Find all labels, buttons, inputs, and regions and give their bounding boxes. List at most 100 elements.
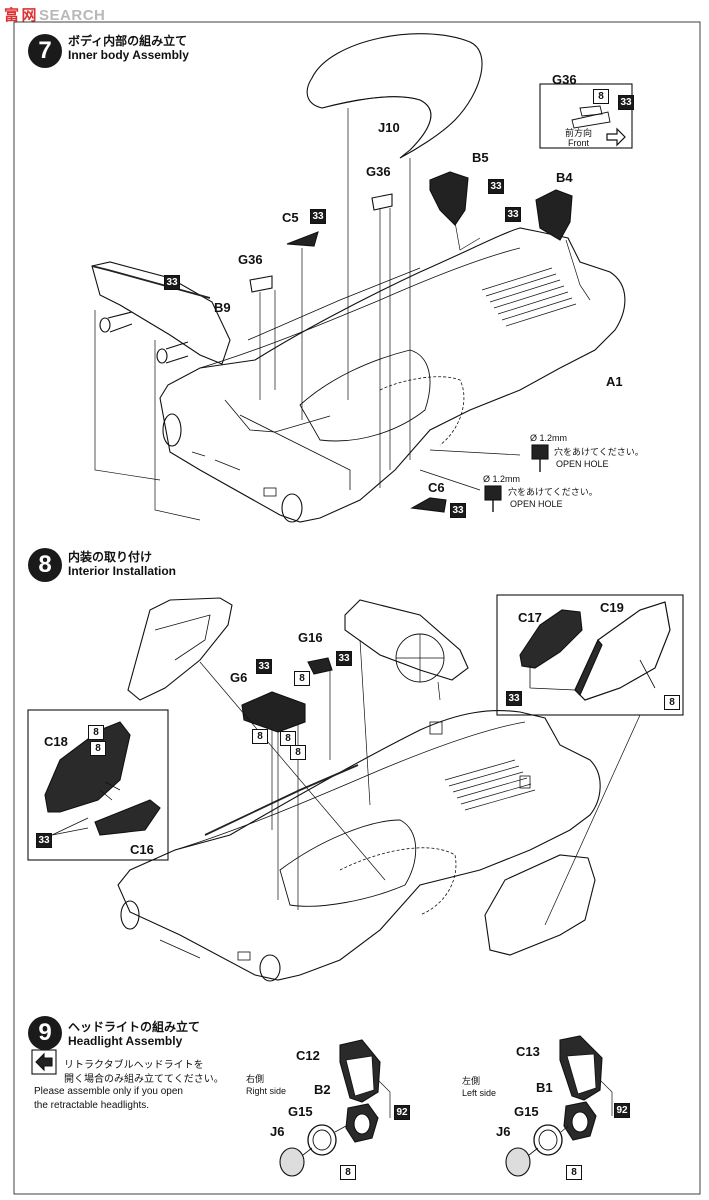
color-code-33: 33 [505, 207, 521, 222]
label-c16: C16 [130, 842, 154, 857]
color-code-33: 33 [310, 209, 326, 224]
color-code-8: 8 [280, 731, 296, 746]
g16-color-8: 8 [294, 668, 310, 686]
note-jp-line2: 開く場合のみ組み立ててください。 [64, 1074, 224, 1085]
c6-part [410, 497, 447, 513]
color-code-33: 33 [164, 275, 180, 290]
color-code-8: 8 [252, 729, 268, 744]
j10-panel [306, 33, 483, 159]
step-8-title-jp: 内装の取り付け [68, 550, 153, 564]
watermark-text: SEARCH [39, 7, 106, 24]
color-code-8: 8 [566, 1165, 582, 1180]
label-c17: C17 [518, 610, 542, 625]
b5-part [429, 171, 469, 226]
watermark-char-2: 网 [21, 7, 38, 24]
c6-color: 33 [450, 500, 466, 518]
b5-color: 33 [488, 176, 504, 194]
label-c18: C18 [44, 734, 68, 749]
b9-color: 33 [164, 272, 180, 290]
label-c5: C5 [282, 210, 299, 225]
g36-detail-inset [539, 83, 633, 149]
label-a1: A1 [606, 374, 623, 389]
step-8-title-en: Interior Installation [68, 564, 177, 578]
b9-part [91, 261, 231, 365]
hole-note-jp-1: 穴をあけてください。 [554, 447, 644, 457]
c16-color-33: 33 [36, 830, 52, 848]
label-g36-inset: G36 [552, 72, 577, 87]
color-code-8: 8 [664, 695, 680, 710]
c18-part [44, 721, 131, 813]
label-g15-right: G15 [288, 1104, 313, 1119]
color-code-33: 33 [618, 95, 634, 110]
label-c19: C19 [600, 600, 624, 615]
inset-color-8: 8 [593, 86, 609, 104]
note-en-line1: Please assemble only if you open [34, 1086, 183, 1097]
j6-lens-left [505, 1147, 531, 1177]
label-b9: B9 [214, 300, 231, 315]
front-arrow-icon [606, 127, 626, 147]
color-code-8: 8 [290, 745, 306, 760]
color-code-33: 33 [256, 659, 272, 674]
step-7-badge: 7 [28, 34, 62, 68]
c19-color-8: 8 [664, 692, 680, 710]
note-en-line2: the retractable headlights. [34, 1100, 150, 1111]
hole-note-en-1: OPEN HOLE [556, 459, 609, 469]
label-g6: G6 [230, 670, 248, 685]
g6-color-8a: 8 [252, 726, 268, 744]
door-panel-left [127, 597, 233, 701]
note-jp-line1: リトラクタブルヘッドライトを [64, 1060, 204, 1071]
drill-icon-1 [531, 444, 549, 460]
c17-color-33: 33 [506, 688, 522, 706]
label-b4: B4 [556, 170, 573, 185]
color-code-33: 33 [488, 179, 504, 194]
door-panel-right [484, 854, 596, 956]
g6-part [241, 691, 306, 733]
color-code-92: 92 [614, 1103, 630, 1118]
color-code-92: 92 [394, 1105, 410, 1120]
g6-color-8c: 8 [290, 742, 306, 760]
step-8-badge: 8 [28, 548, 62, 582]
color-code-8: 8 [340, 1165, 356, 1180]
color-code-8: 8 [90, 741, 106, 756]
step-7-title-jp: ボディ内部の組み立て [68, 34, 188, 48]
left-side-en: Left side [462, 1088, 497, 1098]
color-code-8: 8 [294, 671, 310, 686]
g16-part [307, 657, 333, 675]
step-9-title-jp: ヘッドライトの組み立て [68, 1020, 201, 1034]
c17-part [519, 609, 583, 669]
label-g36-b: G36 [366, 164, 391, 179]
c16-part [94, 799, 161, 836]
color-code-33: 33 [336, 651, 352, 666]
step-9-title-en: Headlight Assembly [68, 1034, 183, 1048]
color-code-33: 33 [506, 691, 522, 706]
g15-ring-left [533, 1124, 563, 1156]
hole-note-en-2: OPEN HOLE [510, 499, 563, 509]
g36-part-a [249, 275, 273, 293]
c18-color-8a: 8 [88, 722, 104, 740]
hole-size-2: Ø 1.2mm [483, 474, 521, 484]
label-b1: B1 [536, 1080, 553, 1095]
g15-ring-right [307, 1124, 337, 1156]
label-c6: C6 [428, 480, 445, 495]
b4-color: 33 [505, 204, 521, 222]
right-side-jp: 右側 [246, 1074, 265, 1084]
body-shell-step7 [159, 227, 626, 523]
color-code-8: 8 [88, 725, 104, 740]
c5-part [286, 231, 319, 247]
step-9-badge: 9 [28, 1016, 62, 1050]
label-g36-a: G36 [238, 252, 263, 267]
label-c12: C12 [296, 1048, 320, 1063]
front-label-jp: 前方向 [565, 128, 593, 138]
label-j6-left: J6 [496, 1124, 511, 1139]
hole-note-jp-2: 穴をあけてください。 [508, 487, 598, 497]
j6-lens-right [279, 1147, 305, 1177]
g36-part-b [371, 193, 393, 211]
front-label-en: Front [568, 138, 590, 148]
label-b2: B2 [314, 1082, 331, 1097]
label-g15-left: G15 [514, 1104, 539, 1119]
g6-color-8b: 8 [280, 728, 296, 746]
watermark-char-1: 富 [4, 7, 20, 24]
left-side-jp: 左側 [462, 1076, 481, 1086]
left-color-92: 92 [614, 1100, 630, 1118]
